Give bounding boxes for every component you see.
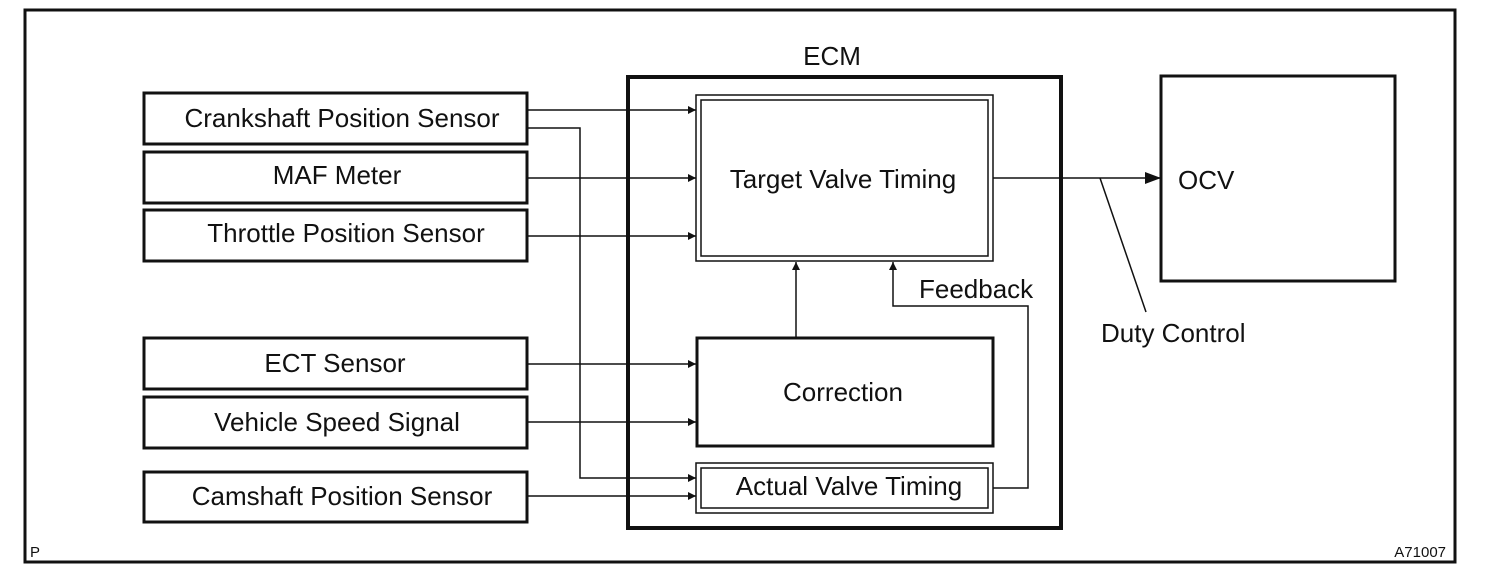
sensor-label-crankshaft: Crankshaft Position Sensor [184, 103, 499, 133]
arrow-crankshaft-to-actual [527, 127, 696, 482]
outer-frame [23, 8, 1457, 564]
signal-lines [527, 106, 1161, 500]
sensor-label-maf: MAF Meter [273, 160, 402, 190]
actual-valve-timing-label: Actual Valve Timing [736, 471, 962, 501]
target-valve-timing-label: Target Valve Timing [730, 164, 956, 194]
ecm-title: ECM [803, 41, 861, 71]
figure-id-label: A71007 [1394, 544, 1446, 561]
sensor-box-throttle: Throttle Position Sensor [142, 208, 529, 263]
sensor-label-camshaft: Camshaft Position Sensor [192, 481, 493, 511]
ocv-label: OCV [1178, 165, 1235, 195]
correction-label: Correction [783, 377, 903, 407]
sensor-box-crankshaft: Crankshaft Position Sensor [142, 91, 529, 146]
arrow-feedback [889, 262, 1029, 489]
duty-control-label: Duty Control [1101, 318, 1246, 348]
duty-control-leader [1099, 177, 1147, 313]
target-valve-timing-box: Target Valve Timing [695, 94, 994, 262]
actual-valve-timing-box: Actual Valve Timing [695, 462, 994, 514]
sensor-label-ect: ECT Sensor [264, 348, 405, 378]
sensor-box-ect: ECT Sensor [142, 336, 529, 391]
sensor-label-vehicle-speed: Vehicle Speed Signal [214, 407, 460, 437]
correction-box: Correction [695, 336, 995, 448]
sensor-label-throttle: Throttle Position Sensor [207, 218, 485, 248]
sensor-box-vehicle-speed: Vehicle Speed Signal [142, 395, 529, 450]
sensor-box-camshaft: Camshaft Position Sensor [142, 470, 529, 524]
corner-label-left: P [30, 544, 40, 561]
sensor-box-maf: MAF Meter [142, 150, 529, 205]
ecm-block: ECM [626, 41, 1063, 530]
ocv-box: OCV [1159, 74, 1397, 283]
feedback-label: Feedback [919, 274, 1034, 304]
